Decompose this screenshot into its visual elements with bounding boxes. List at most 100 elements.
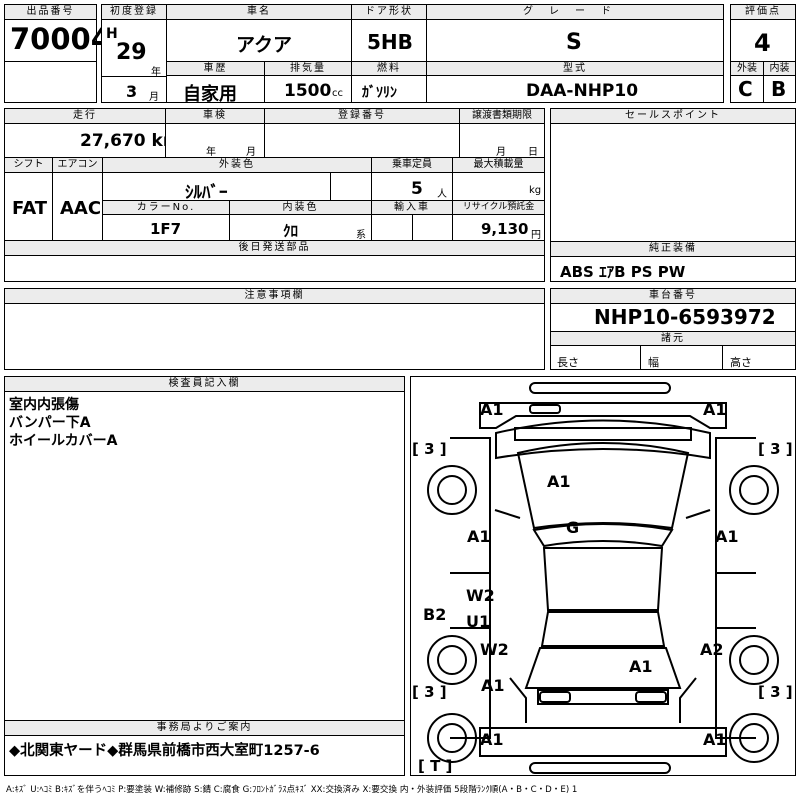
reg-month-unit: 月	[149, 92, 159, 103]
front-grille	[529, 404, 561, 414]
model-label: 型式	[426, 61, 724, 76]
name-label: 車名	[166, 4, 352, 20]
trunk	[524, 647, 682, 689]
car-diagram	[427, 382, 779, 774]
recycle-value: 9,130	[481, 220, 529, 238]
mileage-value: 27,670 km	[80, 131, 181, 151]
specs-label: 諸元	[550, 331, 796, 346]
disp-unit: cc	[332, 88, 343, 99]
capacity-unit: 人	[437, 189, 447, 200]
import-label: 輸入車	[371, 200, 453, 215]
disp-label: 排気量	[264, 61, 352, 76]
ac-value: AAC	[60, 198, 102, 219]
sales-label: セールスポイント	[550, 108, 796, 124]
int-grade: B	[771, 77, 787, 101]
inspection-label: 車検	[165, 108, 265, 124]
reg-divider	[101, 76, 167, 77]
inspector-box	[4, 376, 405, 776]
int-label: 内装	[763, 61, 796, 76]
load-unit: kg	[529, 185, 542, 196]
history-label: 車歴	[166, 61, 265, 76]
insp-year-unit: 年	[206, 147, 216, 158]
mark-left-door-1: W2	[466, 586, 495, 605]
mark-right-fender: A1	[715, 527, 739, 546]
reg-month: 3	[126, 82, 138, 101]
reg-year: 29	[116, 40, 147, 65]
color-label: 外装色	[102, 157, 372, 173]
ext-label: 外装	[730, 61, 764, 76]
import-divider	[412, 215, 413, 241]
front-lamps	[514, 427, 692, 441]
transfer-month-unit: 月	[496, 147, 506, 158]
rear-bumper	[479, 727, 727, 757]
wheel-rear-left	[427, 635, 477, 685]
intcolor-label: 内装色	[229, 200, 372, 215]
capacity-label: 乗車定員	[371, 157, 453, 173]
recycle-label: リサイクル預託金	[452, 200, 545, 215]
mark-left-door-2: U1	[466, 612, 491, 631]
roof-bar-bottom	[529, 762, 671, 774]
mark-rear-bumper-right: A1	[703, 730, 727, 749]
transfer-label: 譲渡書類期限	[459, 108, 545, 124]
rear-lamps	[537, 689, 669, 705]
mark-right-rear-fender: A2	[700, 640, 724, 659]
displacement: 1500	[284, 81, 332, 101]
bracket-rear-left: [ 3 ]	[412, 683, 447, 701]
shift-label: シフト	[4, 157, 53, 173]
door-type: 5HB	[367, 30, 413, 54]
bracket-rear-right: [ 3 ]	[758, 683, 793, 701]
lot-label: 出品番号	[4, 4, 97, 20]
door-label: ドア形状	[351, 4, 427, 20]
mark-rear-left: A1	[481, 676, 505, 695]
ext-grade: C	[738, 77, 753, 101]
score-value: 4	[754, 29, 771, 57]
right-panel-frame	[715, 437, 756, 739]
model-value: DAA-NHP10	[526, 81, 639, 101]
reg-era: H	[106, 26, 118, 42]
grade-value: S	[566, 30, 582, 55]
equip-value: ABS ｴｱB PS PW	[560, 263, 686, 281]
equip-label: 純正装備	[550, 241, 796, 257]
later-label: 後日発送部品	[4, 240, 545, 256]
height-label: 高さ	[730, 356, 752, 369]
left-panel-frame	[450, 437, 491, 739]
chassis-value: NHP10-6593972	[594, 305, 776, 329]
spare-right	[729, 713, 779, 763]
mark-left-step: B2	[423, 605, 447, 624]
sales-box	[550, 108, 796, 242]
mark-front-right: A1	[703, 400, 727, 419]
reg-label: 初度登録	[101, 4, 167, 20]
spec-div-1	[640, 345, 641, 370]
mark-front-left: A1	[480, 400, 504, 419]
chassis-label: 車台番号	[550, 288, 796, 304]
load-label: 最大積載量	[452, 157, 545, 173]
colorno-label: カラーNo.	[102, 200, 230, 215]
lot-number: 70004	[10, 22, 111, 56]
mark-windshield: G	[566, 518, 580, 537]
grade-label: グレード	[426, 4, 724, 20]
hood	[516, 442, 690, 530]
bracket-front-left: [ 3 ]	[412, 440, 447, 458]
mark-rear-bumper-left: A1	[480, 730, 504, 749]
lot-box	[4, 4, 97, 103]
notes-label: 注意事項欄	[4, 288, 545, 304]
rear-glass	[540, 611, 666, 647]
colorno-value: 1F7	[150, 220, 182, 238]
bracket-front-right: [ 3 ]	[758, 440, 793, 458]
history-value: 自家用	[183, 84, 237, 105]
spec-div-2	[722, 345, 723, 370]
car-name: アクア	[236, 34, 293, 56]
width-label: 幅	[648, 356, 659, 369]
front-bumper	[479, 402, 727, 429]
intcolor-unit: 系	[356, 230, 366, 241]
spare-left	[427, 713, 477, 763]
hood-top	[495, 419, 711, 460]
lot-divider	[4, 61, 97, 62]
mileage-label: 走行	[4, 108, 166, 124]
inspector-line-2: バンパー下A	[9, 415, 91, 431]
office-text: ◆北関東ヤード◆群馬県前橋市西大室町1257-6	[9, 743, 320, 759]
wheel-front-right	[729, 465, 779, 515]
insp-month-unit: 月	[246, 147, 256, 158]
wheel-rear-right	[729, 635, 779, 685]
mark-hood: A1	[547, 472, 571, 491]
